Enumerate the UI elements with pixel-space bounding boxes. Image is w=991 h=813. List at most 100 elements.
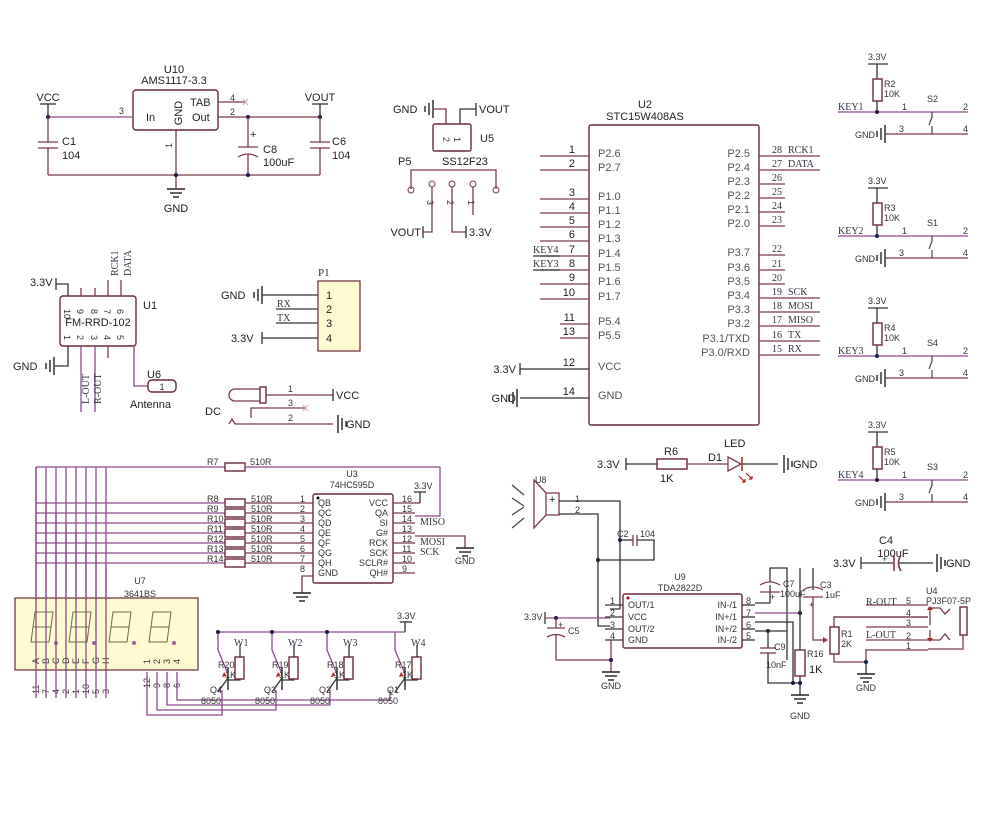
pin-name: P1.1 [598, 205, 621, 217]
led-label: LED [724, 438, 745, 450]
net-lout: L-OUT [81, 374, 92, 404]
pin-num: 3 [288, 398, 293, 408]
c2-value: 104 [640, 529, 655, 539]
pin-num: 2 [963, 346, 968, 356]
gnd-label: GND [221, 290, 246, 302]
net-label: SCK [788, 287, 808, 298]
resistor-ref: R11 [207, 524, 223, 534]
pin-num: 7 [102, 309, 112, 314]
u3-body [312, 493, 394, 584]
pin-num: 10 [62, 309, 72, 319]
dc-label: DC [205, 406, 221, 418]
net-rout: R-OUT [93, 373, 104, 404]
pin-name: P1.3 [598, 233, 621, 245]
u2-part: STC15W408AS [606, 111, 684, 123]
net-label: W2 [288, 638, 302, 649]
pin-num: 3 [119, 106, 124, 116]
seven-seg-digit [30, 611, 58, 645]
pin-name: IN+/2 [715, 624, 737, 634]
pin-name: P3.5 [727, 276, 750, 288]
pin-num: 18 [772, 301, 782, 312]
pin-num: 3 [569, 187, 575, 199]
power-switch-block: GND VOUT 2 1 U5 P5 SS12F23 3 2 1 VOUT 3.… [390, 99, 510, 239]
pin-name: GND [628, 635, 649, 645]
resistor-ref: R12 [207, 534, 224, 544]
resistor-ref: R8 [207, 494, 219, 504]
net-rout: R-OUT [866, 597, 897, 608]
transistor-icon [276, 672, 281, 677]
u3-ref: U3 [346, 469, 358, 479]
v33-label: 3.3V [414, 481, 433, 491]
ground-icon [337, 414, 347, 434]
u9-body [622, 593, 743, 649]
net-label: MISO [788, 315, 813, 326]
pin-num: 11 [564, 312, 575, 324]
pin-num: 2 [230, 107, 235, 117]
c8-value: 100uF [263, 157, 294, 169]
segment-resistor [224, 538, 246, 548]
ground-icon [876, 368, 886, 388]
resistor-value: 1K [334, 670, 345, 680]
pullup-resistor [872, 78, 883, 102]
pin-name: P3.0/RXD [701, 347, 750, 359]
base-resistor [343, 656, 354, 680]
switch-ref: S3 [927, 462, 938, 472]
pin-num: 16 [772, 330, 782, 341]
c3-ref: C3 [820, 580, 832, 590]
gnd-label: GND [855, 130, 876, 140]
pin-num: 28 [772, 145, 782, 156]
r7-value: 510R [250, 457, 272, 467]
pin-num: 2 [610, 608, 615, 618]
pullup-resistor [872, 202, 883, 226]
pin-name: P3.6 [727, 262, 750, 274]
net-label: KEY3 [533, 259, 559, 270]
net-lout: L-OUT [866, 630, 896, 641]
switch-ref: S1 [927, 218, 938, 228]
resistor-ref: R4 [884, 323, 896, 333]
net-rx: RX [277, 299, 292, 310]
p1-body [317, 280, 361, 352]
jack-body [959, 606, 968, 636]
gnd-label: GND [946, 558, 971, 570]
c4-value: 100uF [877, 548, 908, 560]
pullup-resistor [872, 446, 883, 470]
pin-num: 20 [772, 273, 782, 284]
vout-label: VOUT [390, 227, 421, 239]
pin-name: QC [318, 508, 332, 518]
gnd-label: GND [455, 556, 476, 566]
pin-num: 1 [610, 596, 615, 606]
pin-num: 4 [230, 93, 235, 103]
c7-value: 100uF [780, 589, 806, 599]
pin-name: P2.3 [727, 176, 750, 188]
pin-num: 2 [575, 505, 580, 515]
c4-ref: C4 [879, 535, 893, 547]
u7-ref: U7 [134, 576, 146, 586]
pin-num: 9 [75, 309, 85, 314]
pin-name: P1.6 [598, 276, 621, 288]
u4-part: PJ3F07-5P [926, 596, 971, 606]
v33-label: 3.3V [868, 176, 887, 186]
digit-label: 3 [162, 659, 172, 664]
u2-ref: U2 [638, 99, 652, 111]
pin-num: 8 [89, 309, 99, 314]
net-data: DATA [123, 249, 134, 276]
net-label: MOSI [420, 537, 445, 548]
dc-jack-body [259, 386, 267, 404]
transistor-value: 8050 [310, 696, 330, 706]
r7-ref: R7 [207, 457, 219, 467]
transistor-ref: Q4 [210, 685, 222, 695]
led-icon [727, 455, 743, 473]
vcc-label: VCC [36, 92, 59, 104]
v33-label: 3.3V [868, 296, 887, 306]
vout-label: VOUT [479, 104, 510, 116]
gnd-label: GND [790, 711, 811, 721]
r6-body [656, 458, 688, 470]
pin-name: P1.2 [598, 219, 621, 231]
polarity-plus: + [558, 620, 563, 630]
v33-label: 3.3V [231, 333, 254, 345]
antenna-label: Antenna [130, 399, 172, 411]
pin-num: 4 [963, 492, 968, 502]
